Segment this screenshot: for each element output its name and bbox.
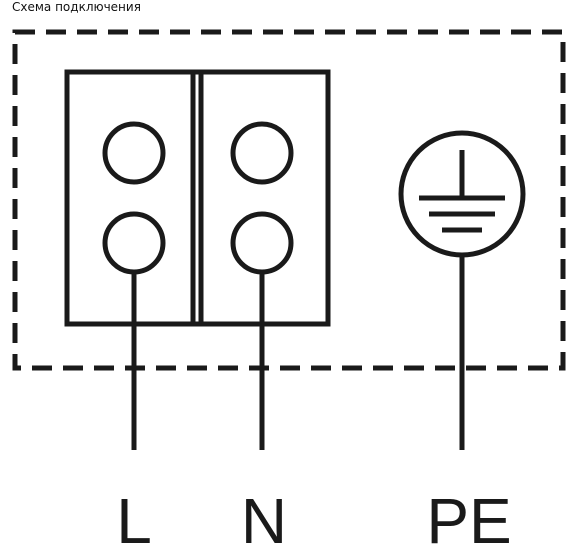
terminal-screw-icon bbox=[230, 211, 294, 275]
terminal-block-outline bbox=[64, 69, 331, 327]
neutral-label: N bbox=[241, 485, 287, 552]
terminal-block bbox=[64, 69, 331, 327]
phase-label: L bbox=[116, 485, 152, 552]
terminal-screw-icon bbox=[230, 121, 294, 185]
terminal-screw-icon bbox=[102, 211, 166, 275]
terminal-screw-icon bbox=[102, 121, 166, 185]
protective-earth-icon bbox=[398, 130, 526, 258]
diagram-title: Схема подключения bbox=[12, 0, 141, 14]
enclosure-dashed-outline bbox=[12, 29, 566, 371]
earth-label: PE bbox=[426, 485, 511, 552]
